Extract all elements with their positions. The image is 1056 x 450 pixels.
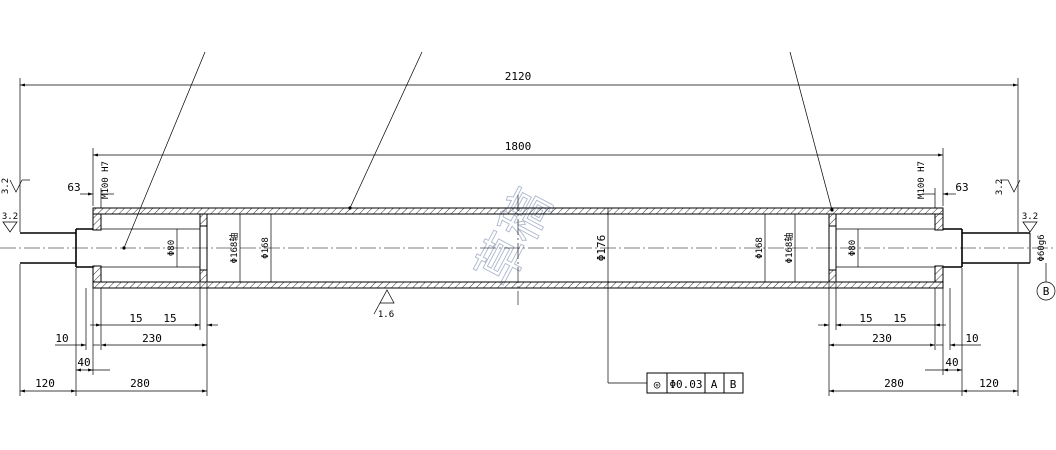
dim-endcap-left-label: 63 [67, 181, 80, 194]
tolerance-datum-b: B [730, 378, 737, 391]
dim-230-left: 230 [142, 332, 162, 345]
dia-plate-left: Φ168轴 [228, 233, 240, 264]
dim-280-right: 280 [884, 377, 904, 390]
leader-lines [122, 51, 834, 250]
roughness-bottom: 1.6 [373, 289, 395, 320]
roughness-left-shaft: 3.2 [2, 212, 18, 233]
tube-wall-top [92, 207, 944, 215]
dia-tube-inner-right: Φ168 [755, 237, 765, 259]
svg-text:草稿: 草稿 [465, 180, 563, 296]
svg-text:1.6: 1.6 [378, 310, 394, 320]
svg-text:3.2: 3.2 [2, 212, 18, 222]
dim-tube-label: 1800 [505, 140, 532, 153]
dim-280-left: 280 [130, 377, 150, 390]
dim-endcap-right: 63 [922, 181, 969, 208]
dim-plate-15-a-left: 15 [129, 312, 142, 325]
tolerance-datum-a: A [711, 378, 718, 391]
tolerance-value: Φ0.03 [669, 378, 702, 391]
plate-right [828, 213, 837, 283]
svg-text:3.2: 3.2 [995, 179, 1005, 195]
dim-120-left: 120 [35, 377, 55, 390]
roughness-right-shaft: 3.2 [1022, 212, 1038, 233]
dia-bore-left: Φ80 [167, 240, 177, 256]
svg-text:3.2: 3.2 [1, 178, 11, 194]
dim-120-right: 120 [979, 377, 999, 390]
svg-text:B: B [1043, 285, 1050, 298]
dia-plate-right: Φ168轴 [783, 233, 795, 264]
dia-tube-inner-left: Φ168 [261, 237, 271, 259]
dia-shaft-right: Φ60g6 [1037, 234, 1047, 261]
end-cap-right [934, 213, 944, 283]
tube-wall-bottom [92, 281, 944, 289]
bottom-dims-left: 15 15 10 230 40 120 280 [19, 264, 218, 396]
end-cap-left [92, 213, 102, 283]
dim-230-right: 230 [872, 332, 892, 345]
bottom-dims-right: 15 15 230 10 40 280 120 [818, 264, 1019, 396]
dim-40-left: 40 [77, 356, 90, 369]
plate-left [199, 213, 208, 283]
dim-plate-15-b-right: 15 [893, 312, 906, 325]
roughness-top-right: 3.2 [995, 179, 1021, 195]
dim-endcap-left: 63 [67, 181, 114, 208]
dim-10-right: 10 [965, 332, 978, 345]
right-shaft [943, 228, 1031, 268]
dia-outer: Φ176 [595, 235, 608, 262]
fit-note-left: M100 H7 [101, 161, 111, 199]
roughness-top-left: 3.2 [1, 178, 30, 194]
dim-plate-15-b-left: 15 [163, 312, 176, 325]
fit-note-right: M100 H7 [917, 161, 927, 199]
tolerance-frame: ◎ Φ0.03 A B [607, 288, 744, 394]
tolerance-symbol: ◎ [654, 378, 661, 391]
svg-text:3.2: 3.2 [1022, 212, 1038, 222]
dim-overall: 2120 [19, 70, 1019, 232]
dim-10-left: 10 [55, 332, 68, 345]
left-shaft [20, 228, 93, 268]
dim-overall-label: 2120 [505, 70, 532, 83]
dim-plate-15-a-right: 15 [859, 312, 872, 325]
dia-bore-right: Φ80 [848, 240, 858, 256]
dim-tube: 1800 [92, 140, 944, 206]
dim-40-right: 40 [945, 356, 958, 369]
dim-endcap-right-label: 63 [955, 181, 968, 194]
watermark: 草稿 [465, 179, 564, 296]
datum-b: B [1036, 263, 1056, 301]
